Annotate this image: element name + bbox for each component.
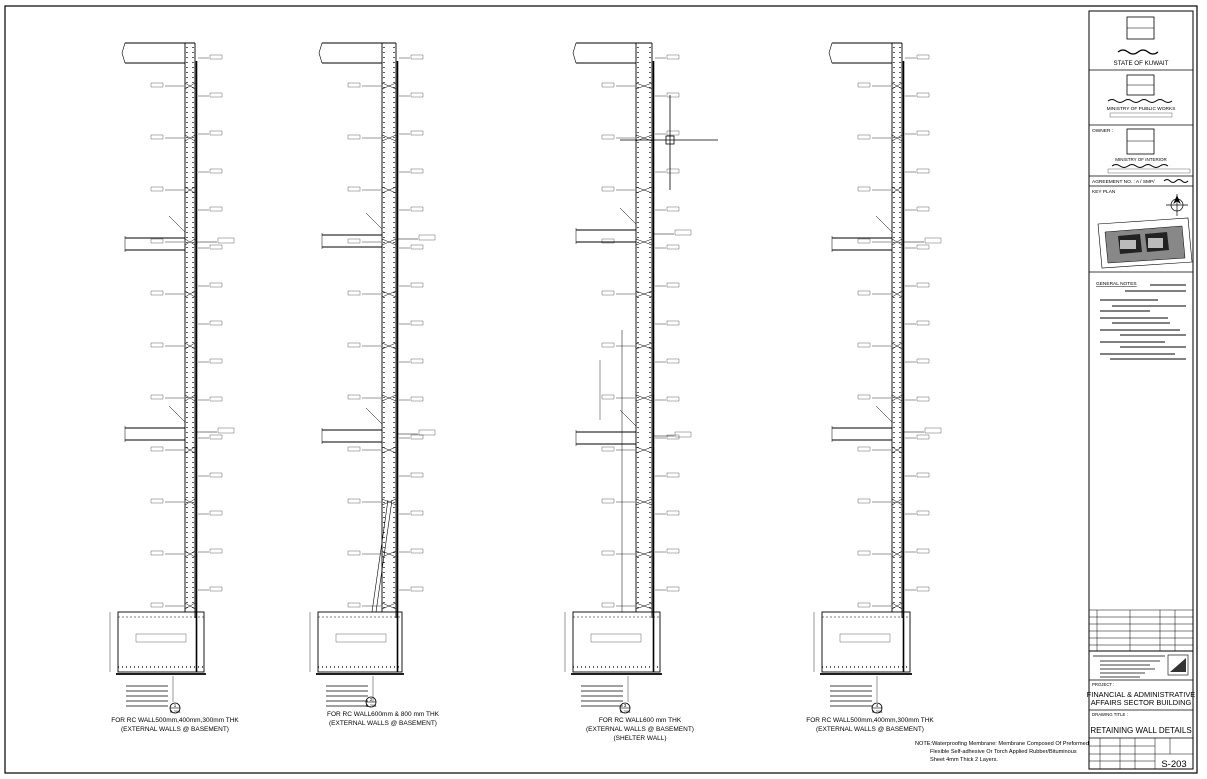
detail-2-caption-line1: FOR RC WALL600mm & 800 mm THK: [327, 711, 440, 718]
detail-2-bubble: 2 S-203: [365, 696, 377, 708]
detail-1-sheet: S-203: [170, 709, 181, 714]
project-name-line1: FINANCIAL & ADMINISTRATIVE: [1087, 690, 1195, 699]
owner-ministry-of-interior: MINISTRY OF INTERIOR: [1115, 157, 1167, 162]
drawing-title: RETAINING WALL DETAILS: [1090, 726, 1191, 735]
owner-label: OWNER :: [1092, 128, 1113, 134]
detail-3-caption-line2: (EXTERNAL WALLS @ BASEMENT): [586, 726, 694, 733]
detail-captions: FOR RC WALL500mm,400mm,300mm THK (EXTERN…: [111, 711, 934, 742]
detail-1-caption-line1: FOR RC WALL500mm,400mm,300mm THK: [111, 717, 239, 724]
revision-table: [1089, 609, 1193, 652]
waterproofing-note: NOTE:Waterproofing Membrane: Membrane Co…: [915, 741, 1089, 763]
detail-4-number: 4: [876, 703, 879, 708]
note-line-3: Sheet 4mm Thick 2 Layers.: [930, 757, 998, 763]
arabic-state-calligraphy: [1117, 49, 1159, 55]
north-arrow-icon: [1166, 194, 1188, 216]
drawing-info-grid: [1089, 738, 1193, 769]
detail-2-caption-line2: (EXTERNAL WALLS @ BASEMENT): [329, 720, 437, 727]
arabic-agreement-calligraphy: [1163, 179, 1189, 183]
details-layer: [109, 42, 942, 707]
project-name-line2: AFFAIRS SECTOR BUILDING: [1091, 698, 1192, 707]
consultant-block: [1093, 654, 1189, 678]
detail-3-wall-section: [564, 42, 692, 707]
detail-4-wall-section: [813, 42, 942, 707]
ministry-of-public-works: MINISTRY OF PUBLIC WORKS: [1107, 106, 1176, 112]
arabic-ministry-calligraphy: [1107, 99, 1173, 103]
sheet-number: S-203: [1161, 759, 1186, 770]
detail-2-number: 2: [370, 697, 373, 702]
detail-4-sheet: S-203: [872, 709, 883, 714]
detail-4-bubble: 4 S-203: [871, 702, 883, 714]
detail-3-caption-line3: (SHELTER WALL): [613, 735, 666, 742]
note-line-2: Flexible Self-adhesive Or Torch Applied …: [930, 749, 1077, 755]
detail-1-number: 1: [174, 703, 177, 708]
key-plan-label: KEY PLAN: [1092, 189, 1116, 195]
detail-3-number: 3: [624, 703, 627, 708]
agreement-number: AGREEMENT NO. : A / SMP/: [1092, 179, 1155, 185]
detail-1-bubble: 1 S-203: [169, 702, 181, 714]
project-label: PROJECT :: [1092, 682, 1114, 687]
general-notes-lines: [1100, 284, 1186, 360]
sheet-border: [4, 5, 1198, 774]
interior-logo: [1126, 128, 1155, 155]
detail-3-bubble: 3 S-203: [619, 702, 631, 714]
detail-2-inclined-element: [371, 499, 393, 613]
detail-1-wall-section: [109, 42, 235, 707]
detail-3-excavation-lines: [599, 330, 623, 612]
detail-4-caption-line1: FOR RC WALL500mm,400mm,300mm THK: [806, 717, 934, 724]
state-of-kuwait: STATE OF KUWAIT: [1114, 60, 1169, 67]
note-line-1: NOTE:Waterproofing Membrane: Membrane Co…: [915, 741, 1089, 747]
title-block: STATE OF KUWAIT MINISTRY OF PUBLIC WORKS…: [1087, 10, 1195, 770]
key-plan-site-icon: [1097, 217, 1193, 269]
detail-3-sheet: S-203: [620, 709, 631, 714]
detail-4-caption-line2: (EXTERNAL WALLS @ BASEMENT): [816, 726, 924, 733]
arabic-owner-calligraphy: [1111, 164, 1169, 168]
detail-3-caption-line1: FOR RC WALL600 mm THK: [599, 717, 682, 724]
cad-cursor-crosshair: [620, 95, 718, 190]
detail-2-wall-section: [309, 42, 436, 707]
detail-1-caption-line2: (EXTERNAL WALLS @ BASEMENT): [121, 726, 229, 733]
detail-bubbles: 1 S-203 2 S-203 3 S-203 4 S-203: [169, 696, 883, 714]
drawing-title-label: DRAWING TITLE :: [1092, 712, 1128, 717]
general-notes-label: GENERAL NOTES: [1096, 281, 1137, 287]
detail-2-sheet: S-203: [366, 703, 377, 708]
